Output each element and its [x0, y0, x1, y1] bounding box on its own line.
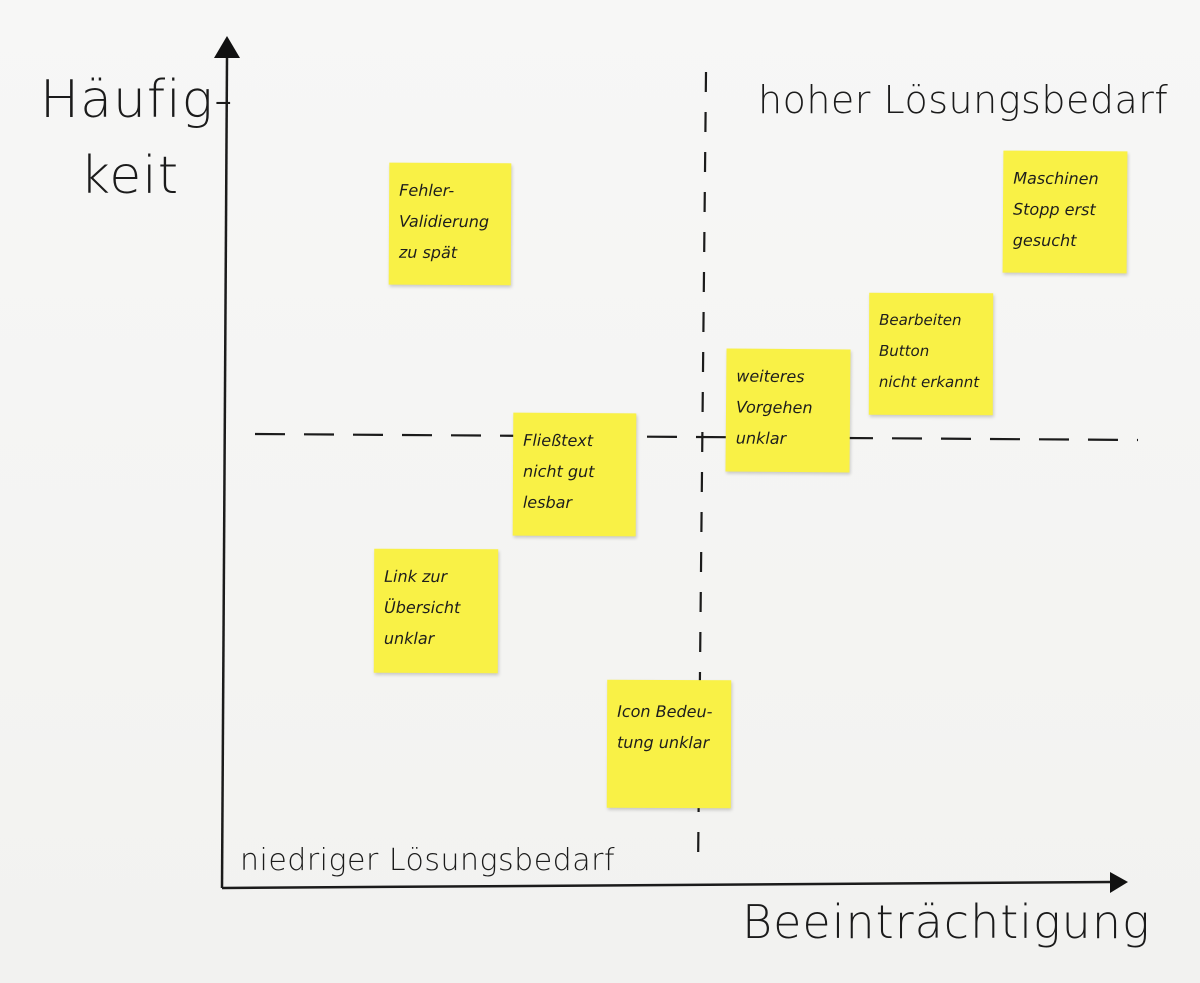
- note-line: Stopp erst: [1012, 199, 1096, 220]
- sticky-note-bearbeiten-button[interactable]: Bearbeiten Button nicht erkannt: [868, 292, 994, 416]
- note-line: Übersicht: [383, 597, 461, 618]
- y-axis-title-line-2: keit: [80, 146, 180, 206]
- note-line: nicht erkannt: [878, 372, 980, 392]
- note-line: gesucht: [1012, 230, 1077, 251]
- note-line: Bearbeiten: [879, 310, 962, 330]
- note-line: nicht gut: [522, 461, 595, 482]
- sticky-note-fehler-validierung[interactable]: Fehler- Validierung zu spät: [388, 162, 512, 286]
- note-line: weiteres: [736, 366, 805, 387]
- sticky-note-link-zur-uebersicht[interactable]: Link zur Übersicht unklar: [373, 548, 499, 674]
- note-line: unklar: [735, 428, 787, 448]
- note-line: Validierung: [398, 211, 490, 232]
- note-line: Icon Bedeu-: [617, 701, 713, 722]
- note-line: Fehler-: [399, 180, 455, 201]
- sticky-note-icon-bedeutung[interactable]: Icon Bedeu- tung unklar: [606, 679, 732, 809]
- note-line: Vorgehen: [735, 397, 813, 418]
- x-axis-line: [221, 880, 1113, 890]
- note-line: zu spät: [398, 242, 458, 263]
- sticky-note-weiteres-vorgehen[interactable]: weiteres Vorgehen unklar: [725, 348, 851, 473]
- sticky-note-fliesstext[interactable]: Fließtext nicht gut lesbar: [512, 412, 637, 537]
- y-axis-title: Häufig- keit: [40, 62, 240, 214]
- note-line: Fließtext: [523, 430, 594, 451]
- sticky-note-maschinen-stopp[interactable]: Maschinen Stopp erst gesucht: [1002, 150, 1128, 274]
- note-line: Link zur: [384, 566, 448, 587]
- x-axis-title: Beeinträchtigung: [742, 895, 1151, 949]
- note-line: tung unklar: [616, 732, 710, 753]
- note-line: unklar: [383, 628, 435, 648]
- y-axis-title-line-1: Häufig-: [40, 70, 234, 130]
- note-line: lesbar: [522, 492, 573, 512]
- vertical-divider: [696, 71, 708, 871]
- quadrant-label-high: hoher Lösungsbedarf: [758, 78, 1169, 122]
- horizontal-divider: [254, 432, 1139, 442]
- note-line: Maschinen: [1013, 168, 1099, 189]
- y-axis-line: [220, 57, 229, 889]
- quadrant-label-low: niedriger Lösungsbedarf: [240, 843, 616, 878]
- y-axis-arrowhead: [214, 36, 240, 58]
- note-line: Button: [878, 341, 930, 360]
- x-axis-arrowhead: [1110, 872, 1128, 893]
